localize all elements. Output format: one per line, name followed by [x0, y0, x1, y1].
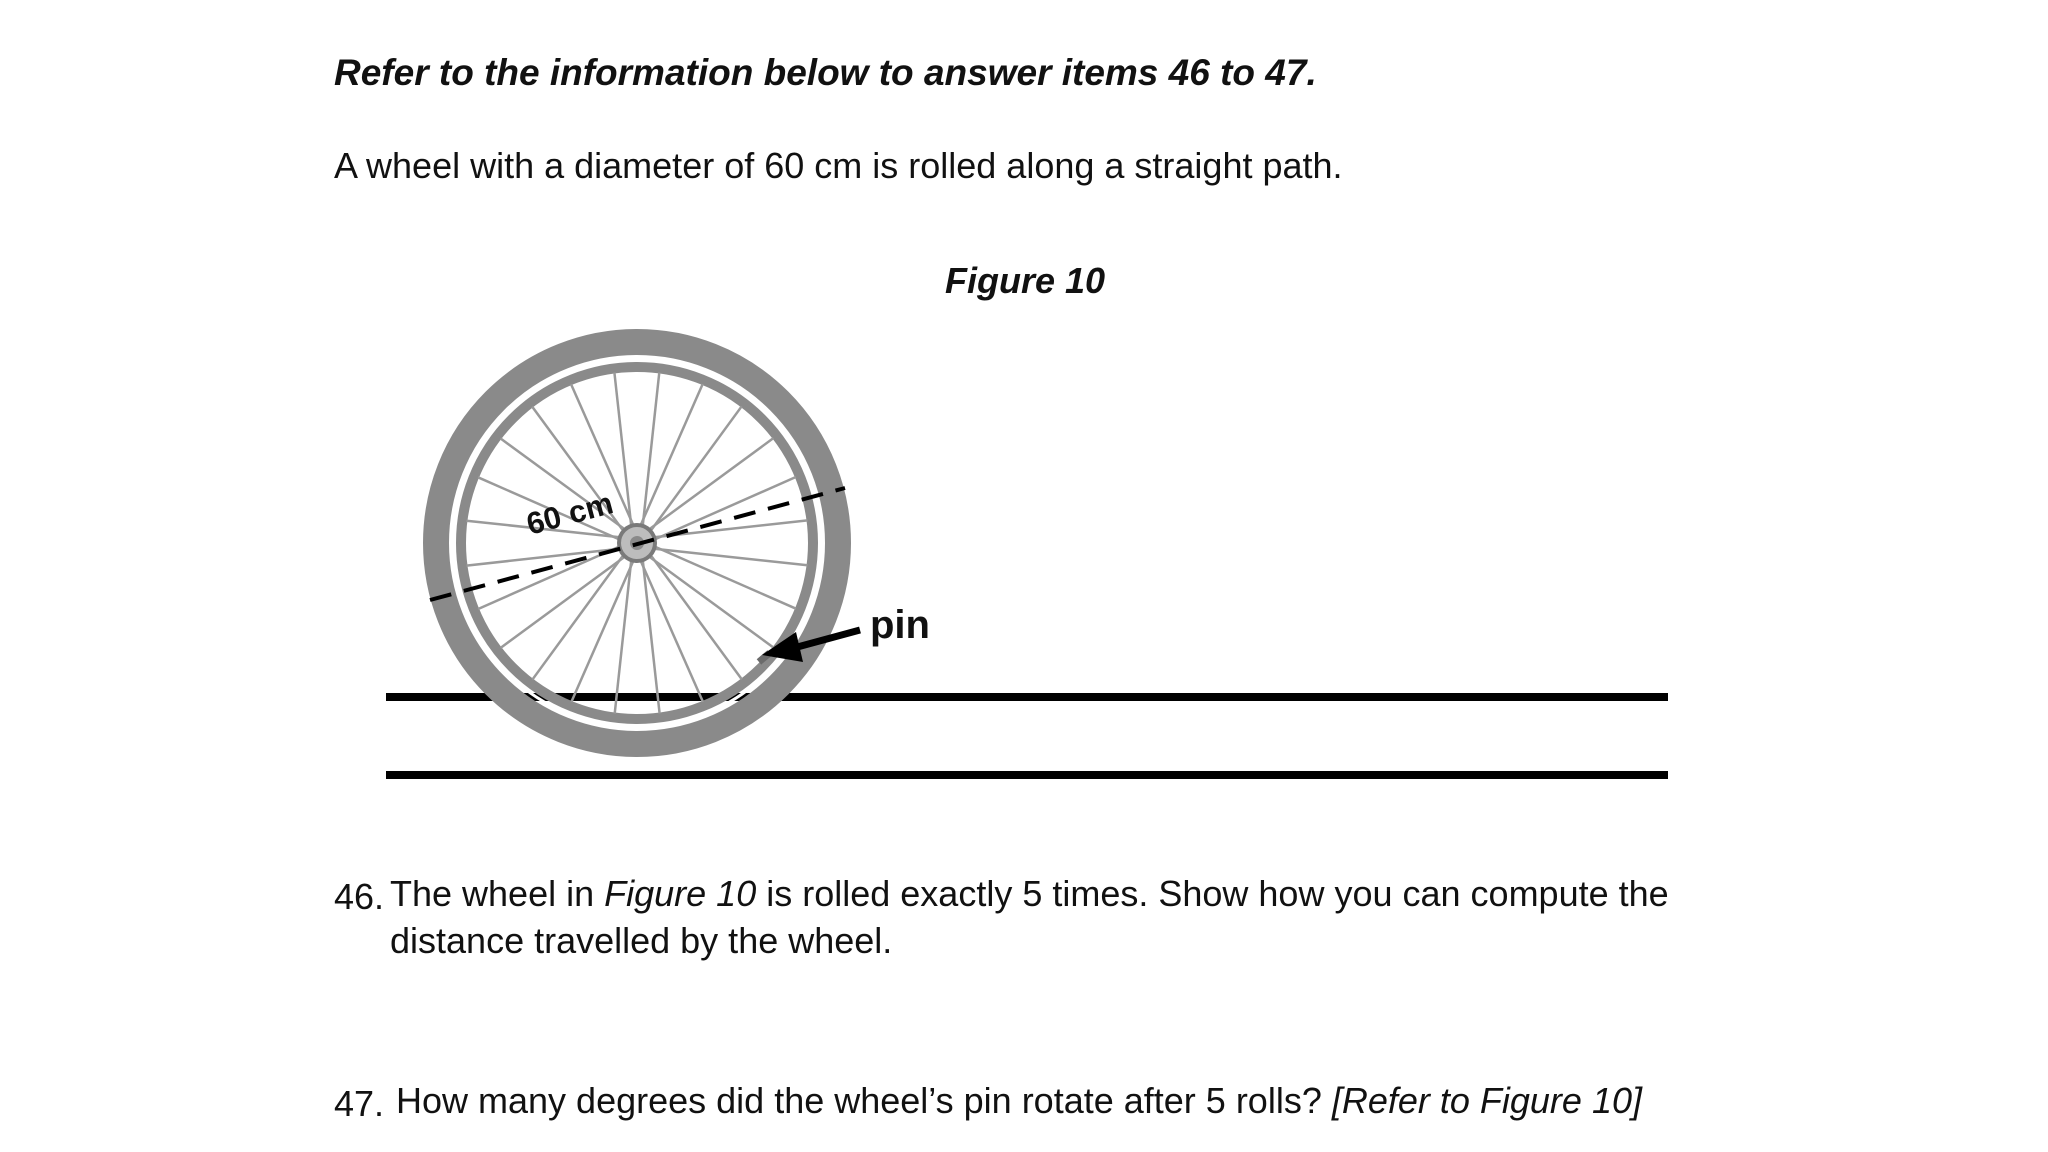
wheel-spoke	[641, 557, 661, 714]
wheel-tire	[423, 329, 851, 757]
wheel-spoke	[652, 544, 797, 610]
wheel-spokes	[466, 372, 808, 714]
question-47-text: How many degrees did the wheel’s pin rot…	[396, 1077, 1642, 1124]
question-47-number: 47.	[334, 1083, 385, 1124]
question-46-text-after: is rolled exactly 5 times. Show how you …	[390, 873, 1669, 961]
wheel-spoke	[570, 558, 636, 703]
wheel-spoke	[477, 476, 622, 542]
wheel-rim	[456, 362, 818, 724]
wheel-spoke	[531, 552, 626, 681]
problem-stem: A wheel with a diameter of 60 cm is roll…	[334, 145, 1343, 186]
wheel-spoke	[499, 554, 628, 649]
question-46-text: The wheel in Figure 10 is rolled exactly…	[390, 870, 1750, 964]
wheel-spoke	[477, 544, 622, 611]
wheel-spoke	[638, 558, 705, 703]
question-46-text-before: The wheel in	[390, 873, 605, 914]
wheel-spoke	[648, 552, 743, 681]
wheel-rim-line	[451, 357, 823, 729]
question-46-number: 46.	[334, 876, 385, 917]
intro-instruction: Refer to the information below to answer…	[334, 52, 1317, 93]
wheel-spoke	[651, 547, 808, 567]
diameter-dashed-line	[429, 486, 846, 602]
pin-label: pin	[870, 603, 930, 647]
wheel-spoke	[641, 372, 661, 529]
wheel-spoke	[648, 405, 743, 534]
wheel-spoke	[646, 554, 775, 649]
question-47-body: How many degrees did the wheel’s pin rot…	[396, 1080, 1332, 1121]
wheel-spoke	[652, 475, 797, 542]
wheel-spoke	[466, 519, 623, 539]
question-46-figure-ref: Figure 10	[604, 873, 757, 914]
pin-arrow-head	[762, 632, 803, 662]
pin-arrow-shaft	[789, 626, 861, 653]
wheel-spoke	[638, 383, 704, 528]
wheel-spoke	[531, 405, 626, 534]
wheel-spoke	[613, 557, 633, 714]
wheel-spoke	[646, 437, 775, 532]
figure-caption: Figure 10	[945, 260, 1106, 301]
wheel-spoke	[466, 547, 623, 567]
wheel-spoke	[499, 437, 628, 532]
question-47-reference: [Refer to Figure 10]	[1331, 1080, 1642, 1121]
wheel-spoke	[569, 383, 636, 528]
wheel-spoke	[613, 372, 633, 529]
